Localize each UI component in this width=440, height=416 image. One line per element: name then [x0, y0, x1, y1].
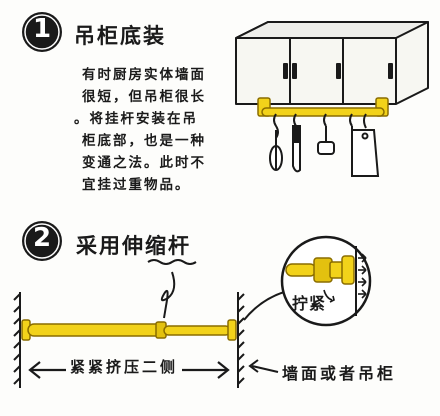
- step1-body: 有时厨房实体墙面 很短，但吊柜很长 。将挂杆安装在吊 柜底部，也是一种 变通之法…: [74, 66, 206, 194]
- step2-number: 2: [32, 223, 52, 253]
- step1-line-1: 有时厨房实体墙面: [82, 67, 206, 83]
- step1-line-4: 柜底部，也是一种: [82, 133, 206, 149]
- pointer-line: [160, 271, 176, 319]
- step2-badge: [22, 221, 62, 261]
- wall-label: 墙面或者吊柜: [282, 364, 397, 383]
- step1-line-2: 很短，但吊柜很长: [82, 89, 206, 105]
- pressure-label: 紧紧挤压二侧: [66, 356, 183, 377]
- step1-line-5: 变通之法。此时不: [82, 155, 206, 171]
- wall-cabinet: [235, 21, 429, 105]
- wall-pointer-arrowhead: [248, 359, 259, 373]
- step1-number: 1: [32, 14, 52, 44]
- step1-line-3: 。将挂杆安装在吊: [74, 111, 198, 127]
- step1-line-6: 宜挂过重物品。: [82, 177, 191, 193]
- left-wall: [13, 292, 21, 388]
- hanging-utensils: [269, 113, 380, 177]
- callout-label: 拧紧: [292, 294, 327, 313]
- emphasis-squiggle: [147, 259, 197, 265]
- detail-magnifier: [243, 235, 372, 327]
- step2-title: 采用伸缩杆: [76, 234, 191, 258]
- wall-pointer-arrow: [251, 365, 279, 373]
- step1-title: 吊柜底装: [74, 24, 166, 48]
- hanging-rail: [257, 97, 389, 117]
- tension-rod: [21, 319, 237, 341]
- right-wall: [237, 292, 245, 388]
- step1-badge: [22, 12, 62, 52]
